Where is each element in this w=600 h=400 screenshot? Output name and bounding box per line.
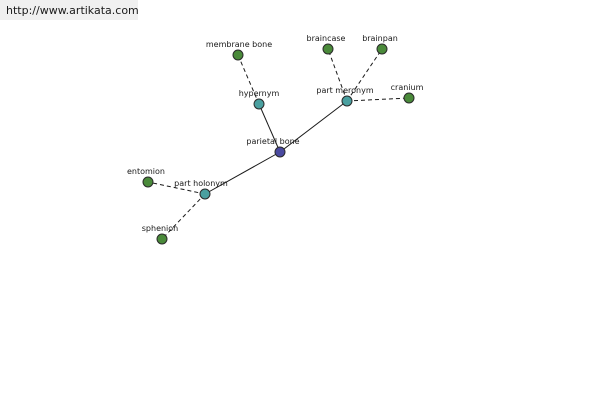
node-center[interactable] <box>274 146 286 158</box>
label-part-holonym[interactable]: part holonym <box>174 179 228 188</box>
label-part-meronym[interactable]: part meronym <box>316 86 373 95</box>
node-part-meronym[interactable] <box>341 95 353 107</box>
node-braincase[interactable] <box>322 43 334 55</box>
node-sphenion[interactable] <box>156 233 168 245</box>
url-banner: http://www.artikata.com <box>0 0 139 20</box>
label-sphenion[interactable]: sphenion <box>142 224 179 233</box>
label-entomion[interactable]: entomion <box>127 167 165 176</box>
node-part-holonym[interactable] <box>199 188 211 200</box>
edge-center-part-holonym <box>204 151 281 195</box>
label-center[interactable]: parietal bone <box>246 137 299 146</box>
edge-center-hypernym <box>258 103 281 153</box>
edge-meronym-braincase <box>327 48 348 102</box>
edge-hypernym-membrane-bone <box>237 54 260 105</box>
url-link[interactable]: http://www.artikata.com <box>6 4 139 17</box>
node-hypernym[interactable] <box>253 98 265 110</box>
edge-center-part-meronym <box>279 100 348 153</box>
label-braincase[interactable]: braincase <box>307 34 346 43</box>
label-cranium[interactable]: cranium <box>391 83 424 92</box>
edge-holonym-entomion <box>147 181 206 195</box>
edge-holonym-sphenion <box>161 193 206 240</box>
label-brainpan[interactable]: brainpan <box>362 34 398 43</box>
edge-meronym-brainpan <box>346 48 383 102</box>
node-cranium[interactable] <box>403 92 415 104</box>
node-entomion[interactable] <box>142 176 154 188</box>
node-membrane-bone[interactable] <box>232 49 244 61</box>
edge-meronym-cranium <box>346 97 410 102</box>
node-brainpan[interactable] <box>376 43 388 55</box>
label-hypernym[interactable]: hypernym <box>239 89 280 98</box>
label-membrane-bone[interactable]: membrane bone <box>206 40 272 49</box>
